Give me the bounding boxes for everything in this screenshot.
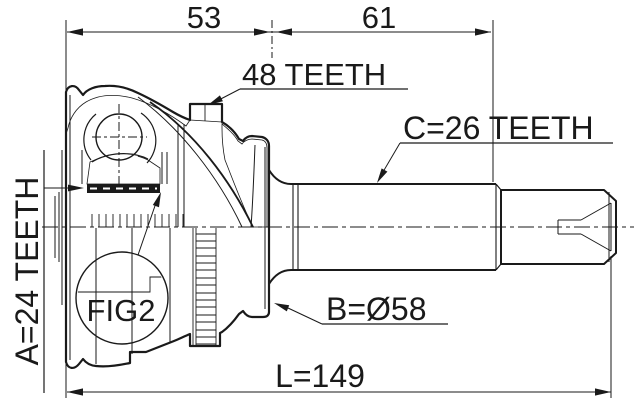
abs-teeth-label: 48 TEETH [242,57,386,92]
inner-spline-label: A=24 TEETH [9,177,45,366]
cage-arc-left [83,113,97,161]
spline-ticks [91,214,184,227]
dim-53-label: 53 [187,0,221,35]
cage-arc-right [140,112,157,164]
inner-spline-bore [87,184,160,193]
detail-label: FIG2 [87,293,156,328]
dim-61-label: 61 [362,0,396,35]
detail-leader-arrow [152,192,161,208]
callout-a-24-teeth: A=24 TEETH [9,150,84,393]
drive-shaft [268,169,502,285]
shaft-spline-label: C=26 TEETH [403,110,594,146]
body-diameter-label: B=Ø58 [326,291,427,327]
abs-ring-teeth-band [192,228,217,346]
callout-48-teeth: 48 TEETH [208,57,408,105]
ball-bearing [92,104,147,192]
internal-lines [54,95,266,364]
joint-body-outline [64,84,271,369]
abs-ring-section [189,103,223,123]
callout-b-diameter: B=Ø58 [274,291,448,327]
dimension-arrows [67,28,611,396]
dim-length-label: L=149 [275,358,365,394]
callout-c-26-teeth: C=26 TEETH [377,110,613,183]
detail-circle-fig2: FIG2 [75,192,169,345]
ball-track-curve [149,101,254,228]
dimensions: 53 61 L=149 [65,0,612,398]
